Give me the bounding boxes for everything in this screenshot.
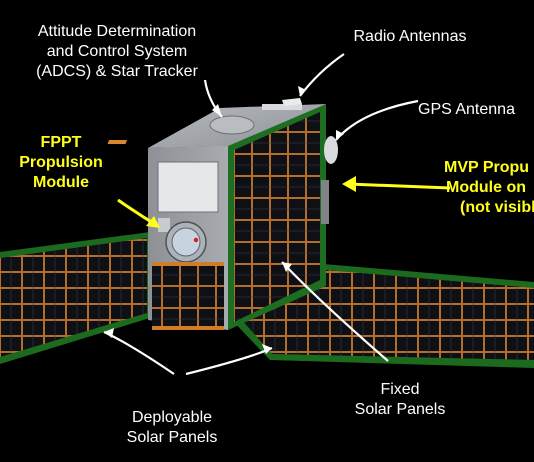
label-radio-antennas: Radio Antennas	[353, 28, 467, 45]
chassis-top-face	[107, 98, 326, 148]
label-fixed-solar-panels: Fixed Solar Panels	[354, 381, 446, 418]
label-mvp-propulsion-module: MVP Propu Module on (not visibl	[444, 159, 534, 216]
chassis-front-face	[148, 146, 228, 330]
left-deployable-panel	[0, 232, 150, 364]
yellow-arrowheads	[146, 176, 356, 228]
label-gps-antenna: GPS Antenna	[418, 101, 515, 118]
label-adcs: Attitude Determination and Control Syste…	[36, 23, 198, 80]
chassis-side-face	[228, 104, 338, 330]
white-arrowheads	[104, 86, 344, 354]
label-deployable-solar-panels: Deployable Solar Panels	[126, 409, 218, 446]
label-fppt-propulsion-module: FPPT Propulsion Module	[19, 134, 103, 191]
